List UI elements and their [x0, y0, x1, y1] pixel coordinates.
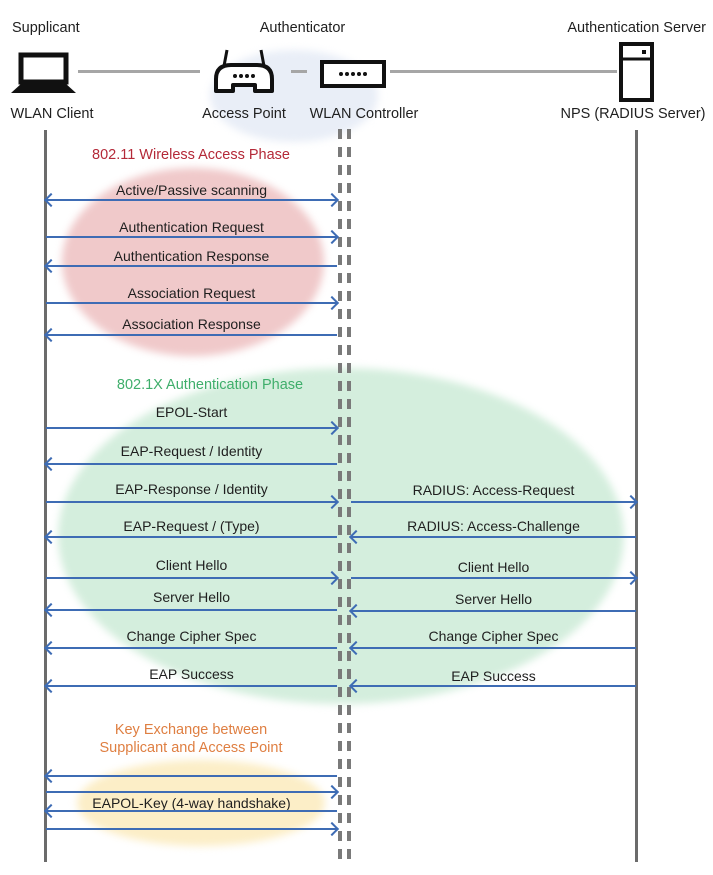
message-label: Server Hello: [454, 591, 533, 607]
message-arrow-right: [46, 791, 337, 793]
connector-ap-to-wlc: [291, 70, 307, 73]
wlan-controller-icon: [320, 60, 386, 93]
access-point-icon: [211, 48, 277, 105]
connector-client-to-ap: [78, 70, 200, 73]
message-arrow-left: [46, 647, 337, 649]
message-label: EAPOL-Key (4-way handshake): [92, 795, 291, 811]
phase-title-key-exchange: Key Exchange between Supplicant and Acce…: [45, 721, 337, 757]
message-label: Authentication Response: [113, 248, 270, 264]
lifeline-radius-server: [635, 130, 638, 862]
message-label: EAP-Request / Identity: [120, 443, 263, 459]
message-arrow-left: [351, 647, 636, 649]
message-label: Authentication Request: [119, 219, 264, 235]
message-label: Association Response: [122, 316, 261, 332]
message-label: Client Hello: [155, 557, 228, 573]
message-label: Active/Passive scanning: [116, 182, 267, 198]
message-arrow-left: [46, 609, 337, 611]
message-arrow-both: [46, 199, 337, 201]
message-arrow-right: [351, 501, 636, 503]
message-arrow-left: [46, 810, 337, 812]
message-arrow-left: [46, 463, 337, 465]
message-label: EPOL-Start: [155, 404, 228, 420]
node-label-wlan-controller: WLAN Controller: [309, 106, 419, 122]
message-arrow-right: [46, 302, 337, 304]
message-label: Server Hello: [152, 589, 231, 605]
lifeline-authenticator-dashed-b: [347, 129, 351, 862]
message-arrow-right: [46, 577, 337, 579]
lifeline-wlan-client: [44, 130, 47, 862]
message-arrow-right: [46, 427, 337, 429]
role-label-supplicant: Supplicant: [12, 20, 80, 36]
message-label: Change Cipher Spec: [428, 628, 559, 644]
phase-title-802-11-wireless-access: 802.11 Wireless Access Phase: [92, 147, 290, 163]
node-label-wlan-client: WLAN Client: [10, 106, 94, 122]
message-label: EAP-Request / (Type): [123, 518, 260, 534]
message-label: RADIUS: Access-Request: [412, 482, 575, 498]
message-label: EAP Success: [451, 668, 536, 684]
node-label-access-point: Access Point: [202, 106, 286, 122]
node-label-nps-radius-server: NPS (RADIUS Server): [560, 106, 706, 122]
message-arrow-left: [351, 536, 636, 538]
message-label: Association Request: [127, 285, 256, 301]
role-label-authentication-server: Authentication Server: [567, 20, 706, 36]
laptop-icon: [11, 52, 77, 99]
message-label: EAP-Response / Identity: [115, 481, 268, 497]
message-arrow-right: [351, 577, 636, 579]
message-arrow-left: [351, 610, 636, 612]
message-arrow-left: [46, 685, 337, 687]
message-arrow-right: [46, 828, 337, 830]
lifeline-authenticator-dashed-a: [338, 129, 342, 862]
message-arrow-left: [46, 334, 337, 336]
message-arrow-left: [46, 265, 337, 267]
message-label: Client Hello: [457, 559, 530, 575]
phase-title-key-exchange-line1: Key Exchange between: [114, 722, 268, 738]
connector-wlc-to-server: [390, 70, 617, 73]
phase-title-802-1x-authentication: 802.1X Authentication Phase: [116, 377, 304, 393]
phase-title-key-exchange-line2: Supplicant and Access Point: [99, 740, 283, 756]
role-label-authenticator: Authenticator: [259, 20, 346, 36]
message-arrow-left: [46, 536, 337, 538]
message-arrow-left: [46, 775, 337, 777]
message-arrow-right: [46, 236, 337, 238]
message-label: EAP Success: [149, 666, 234, 682]
server-icon: [619, 42, 654, 107]
message-arrow-right: [46, 501, 337, 503]
message-label: Change Cipher Spec: [126, 628, 257, 644]
message-label: RADIUS: Access-Challenge: [407, 518, 580, 534]
message-arrow-left: [351, 685, 636, 687]
